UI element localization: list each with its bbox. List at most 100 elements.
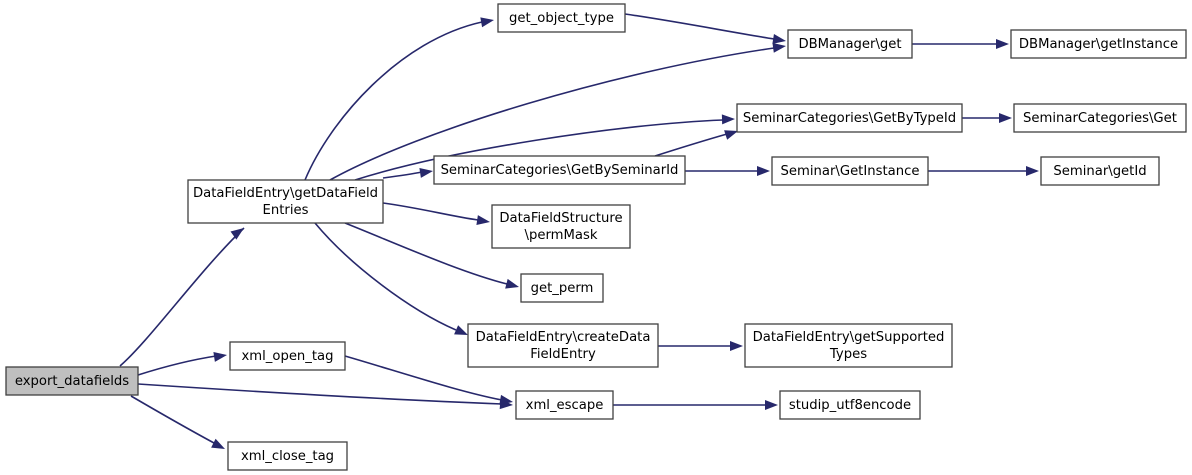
node-get_object_type[interactable]: get_object_type (497, 3, 626, 33)
arrow-head-icon (772, 34, 786, 44)
node-box[interactable] (787, 29, 913, 59)
edge-line (304, 21, 483, 181)
arrow-head-icon (499, 394, 513, 405)
arrow-head-icon (211, 438, 225, 449)
node-label: DBManager\getInstance (1019, 37, 1178, 52)
node-GetBySeminarId[interactable]: SeminarCategories\GetBySeminarId (433, 155, 686, 185)
edge-xml_escape-to-studip_utf8encode (613, 400, 778, 410)
edge-get_object_type-to-DBManager_get (624, 13, 786, 44)
node-label: SeminarCategories\GetBySeminarId (441, 163, 679, 178)
edge-line (344, 355, 503, 401)
node-box[interactable] (227, 441, 348, 471)
node-label: xml_open_tag (241, 349, 333, 364)
node-box[interactable] (491, 204, 631, 249)
node-label: DataFieldEntry\getDataField (193, 186, 378, 201)
node-label: SeminarCategories\GetByTypeId (743, 111, 956, 126)
node-box[interactable] (467, 323, 659, 368)
arrow-head-icon (765, 400, 778, 410)
node-label: export_datafields (15, 374, 129, 389)
node-permMask[interactable]: DataFieldStructure \permMask (491, 204, 631, 249)
node-box[interactable] (187, 179, 384, 224)
node-box[interactable] (515, 390, 614, 420)
arrow-head-icon (476, 215, 490, 226)
edge-getDataFieldEntries-to-permMask (382, 202, 490, 226)
node-box[interactable] (771, 156, 929, 186)
edge-line (344, 222, 508, 285)
arrow-head-icon (757, 166, 770, 176)
arrow-head-icon (730, 341, 743, 351)
node-box[interactable] (736, 103, 963, 133)
node-label: xml_escape (526, 398, 604, 413)
node-box[interactable] (1040, 156, 1160, 186)
node-box[interactable] (779, 390, 921, 420)
arrow-head-icon (230, 228, 244, 240)
node-box[interactable] (520, 273, 604, 303)
edge-export_datafields-to-getDataFieldEntries (119, 227, 245, 367)
edge-getDataFieldEntries-to-DBManager_get (329, 42, 786, 181)
node-box[interactable] (433, 155, 686, 185)
node-label: DBManager\get (798, 37, 901, 52)
node-label: \permMask (525, 228, 598, 243)
edge-export_datafields-to-xml_escape (137, 383, 513, 410)
edge-line (354, 119, 724, 181)
arrow-head-icon (724, 130, 738, 140)
node-label: get_object_type (509, 11, 614, 26)
node-get_perm[interactable]: get_perm (520, 273, 604, 303)
node-DBManager_get[interactable]: DBManager\get (787, 29, 913, 59)
node-label: DataFieldEntry\getSupported (753, 330, 945, 345)
node-label: DataFieldEntry\createData (476, 330, 651, 345)
edge-getDataFieldEntries-to-get_object_type (304, 17, 494, 181)
edge-line (119, 227, 245, 367)
node-Seminar_getId[interactable]: Seminar\getId (1040, 156, 1160, 186)
node-box[interactable] (1010, 29, 1187, 59)
node-export_datafields[interactable]: export_datafields (5, 366, 139, 396)
edge-line (137, 383, 503, 405)
edge-line (314, 222, 457, 331)
node-label: Entries (263, 203, 309, 218)
edge-export_datafields-to-xml_open_tag (137, 351, 227, 376)
node-label: FieldEntry (530, 347, 596, 362)
node-label: Seminar\GetInstance (781, 164, 920, 179)
edge-Seminar_GetInstance-to-Seminar_getId (927, 166, 1039, 176)
node-box[interactable] (5, 366, 139, 396)
nodes-layer: export_datafields DataFieldEntry\getDataF… (5, 3, 1187, 471)
edge-GetBySeminarId-to-GetByTypeId (654, 130, 738, 157)
node-label: Types (829, 347, 867, 362)
node-box[interactable] (1013, 103, 1187, 133)
edge-xml_open_tag-to-xml_escape (344, 355, 513, 405)
node-SeminarCategories_Get[interactable]: SeminarCategories\Get (1013, 103, 1187, 133)
node-Seminar_GetInstance[interactable]: Seminar\GetInstance (771, 156, 929, 186)
node-box[interactable] (497, 3, 626, 33)
node-xml_escape[interactable]: xml_escape (515, 390, 614, 420)
edge-line (382, 171, 423, 179)
node-box[interactable] (744, 323, 953, 368)
arrow-head-icon (454, 325, 468, 335)
node-box[interactable] (229, 341, 346, 371)
arrow-head-icon (1026, 166, 1039, 176)
arrow-head-icon (419, 167, 433, 178)
node-studip_utf8encode[interactable]: studip_utf8encode (779, 390, 921, 420)
edges-layer (119, 13, 1039, 449)
node-label: SeminarCategories\Get (1023, 111, 1177, 126)
edge-line (329, 47, 775, 181)
edge-getDataFieldEntries-to-GetBySeminarId (382, 167, 433, 179)
node-DBManager_getInstance[interactable]: DBManager\getInstance (1010, 29, 1187, 59)
node-label: get_perm (531, 281, 594, 296)
node-GetByTypeId[interactable]: SeminarCategories\GetByTypeId (736, 103, 963, 133)
edge-getDataFieldEntries-to-createDataFieldEntry (314, 222, 468, 335)
edge-line (624, 13, 775, 40)
edge-createDataFieldEntry-to-getSupportedTypes (658, 341, 743, 351)
node-xml_open_tag[interactable]: xml_open_tag (229, 341, 346, 371)
edge-line (382, 202, 479, 221)
edge-line (654, 133, 728, 157)
node-label: DataFieldStructure (499, 211, 622, 226)
edge-GetBySeminarId-to-Seminar_GetInstance (684, 166, 770, 176)
arrow-head-icon (505, 278, 519, 289)
node-xml_close_tag[interactable]: xml_close_tag (227, 441, 348, 471)
node-label: xml_close_tag (241, 449, 334, 464)
